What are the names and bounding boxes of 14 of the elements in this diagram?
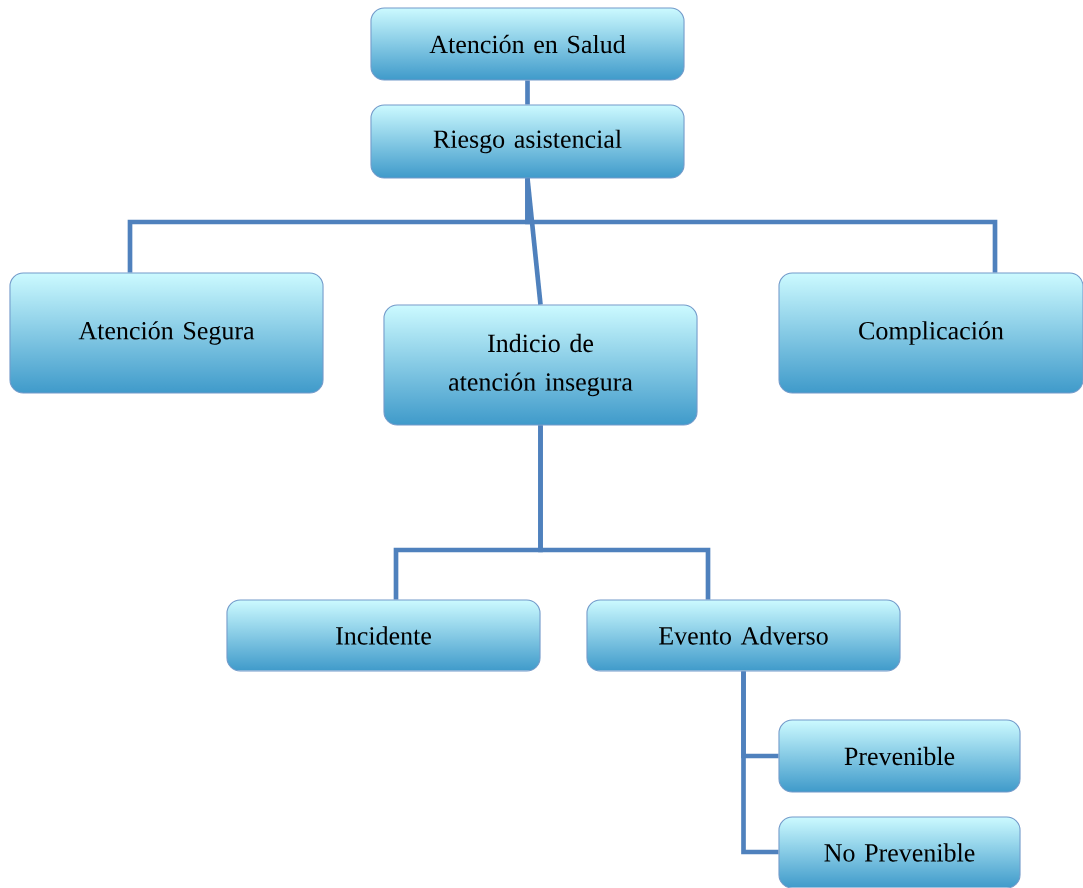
process-box: Riesgo asistencial [370, 104, 685, 179]
connector-line [525, 178, 998, 273]
process-box: No Prevenible [778, 816, 1021, 888]
connector-line [741, 671, 779, 855]
process-box: Incidente [226, 599, 541, 672]
connector-line [525, 178, 543, 305]
process-box: Evento Adverso [586, 599, 901, 672]
process-box: Complicación [778, 272, 1083, 394]
process-box: Prevenible [778, 719, 1021, 793]
process-box: Atención Segura [9, 272, 324, 394]
connector-line [538, 425, 711, 600]
process-box: Atención en Salud [370, 7, 685, 81]
process-box: Indicio de atención insegura [383, 304, 698, 426]
connector-line [525, 80, 530, 105]
